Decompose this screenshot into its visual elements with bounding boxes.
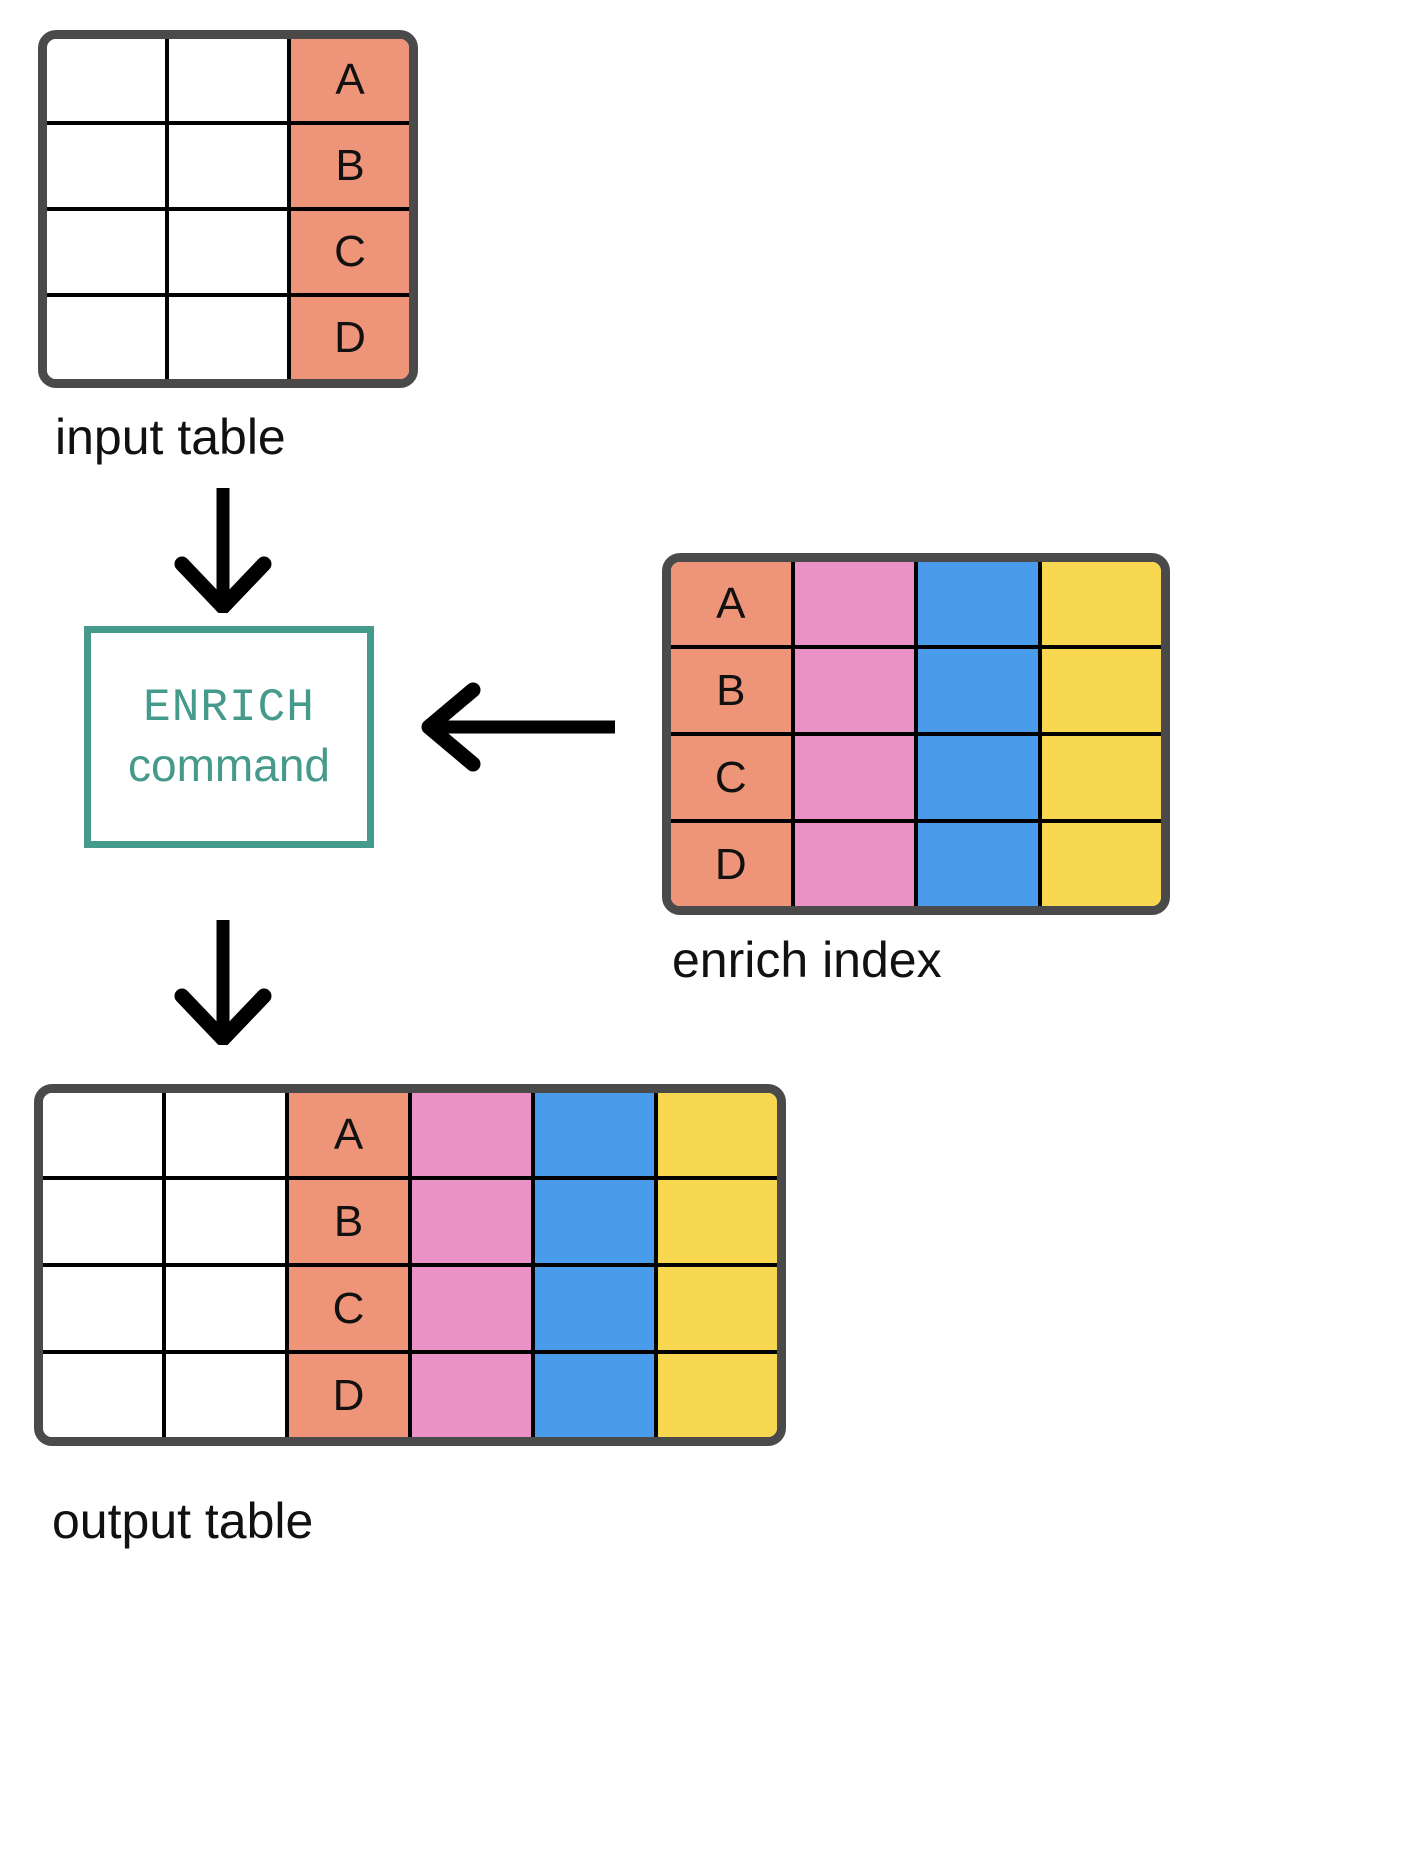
table-row: A (43, 1093, 777, 1180)
table-row: C (671, 736, 1161, 823)
table-row: C (47, 211, 409, 297)
table-cell (658, 1180, 777, 1263)
table-cell-key: C (291, 211, 409, 293)
table-row: C (43, 1267, 777, 1354)
table-cell (43, 1093, 166, 1176)
table-cell (1041, 736, 1161, 819)
table-cell (918, 649, 1042, 732)
table-cell (412, 1267, 535, 1350)
table-row: D (43, 1354, 777, 1437)
table-row: B (43, 1180, 777, 1267)
table-cell-key: A (671, 562, 795, 645)
table-row: D (47, 297, 409, 379)
table-cell (43, 1180, 166, 1263)
output-table-caption: output table (52, 1493, 314, 1549)
table-cell (412, 1354, 535, 1437)
table-cell (535, 1093, 658, 1176)
table-cell-key: A (289, 1093, 412, 1176)
enrich-index-caption: enrich index (672, 932, 942, 988)
table-cell-key: A (291, 39, 409, 121)
table-cell (166, 1354, 289, 1437)
table-row: D (671, 823, 1161, 906)
table-cell (169, 211, 291, 293)
table-cell (412, 1093, 535, 1176)
table-row: B (47, 125, 409, 211)
table-cell (918, 823, 1042, 906)
input-table-caption: input table (55, 409, 286, 465)
table-cell (166, 1267, 289, 1350)
table-cell (1041, 562, 1161, 645)
table-cell (794, 823, 918, 906)
table-cell (166, 1093, 289, 1176)
table-cell (658, 1354, 777, 1437)
table-cell (47, 39, 169, 121)
enrich-command-box[interactable]: ENRICH command (84, 626, 374, 848)
arrow-down-icon (168, 920, 278, 1047)
table-cell (412, 1180, 535, 1263)
table-cell (535, 1267, 658, 1350)
table-cell-key: B (289, 1180, 412, 1263)
table-cell (794, 649, 918, 732)
table-cell-key: D (291, 297, 409, 379)
table-row: A (47, 39, 409, 125)
arrow-down-icon (168, 488, 278, 615)
table-cell (47, 211, 169, 293)
table-cell (1041, 649, 1161, 732)
table-cell (658, 1093, 777, 1176)
table-cell (535, 1354, 658, 1437)
table-cell (918, 562, 1042, 645)
table-cell (169, 39, 291, 121)
table-cell (794, 736, 918, 819)
table-cell (1041, 823, 1161, 906)
command-keyword: ENRICH (143, 681, 315, 734)
table-cell (658, 1267, 777, 1350)
table-cell-key: D (289, 1354, 412, 1437)
table-cell-key: D (671, 823, 795, 906)
table-cell (794, 562, 918, 645)
table-cell (47, 125, 169, 207)
table-cell (918, 736, 1042, 819)
arrow-left-icon (415, 672, 615, 782)
table-cell (43, 1354, 166, 1437)
table-cell-key: C (671, 736, 795, 819)
table-cell (43, 1267, 166, 1350)
table-cell-key: B (291, 125, 409, 207)
table-cell (47, 297, 169, 379)
table-cell-key: B (671, 649, 795, 732)
table-cell (169, 297, 291, 379)
table-cell (166, 1180, 289, 1263)
command-word: command (128, 739, 330, 791)
table-cell (169, 125, 291, 207)
table-row: A (671, 562, 1161, 649)
table-cell (535, 1180, 658, 1263)
table-cell-key: C (289, 1267, 412, 1350)
table-row: B (671, 649, 1161, 736)
